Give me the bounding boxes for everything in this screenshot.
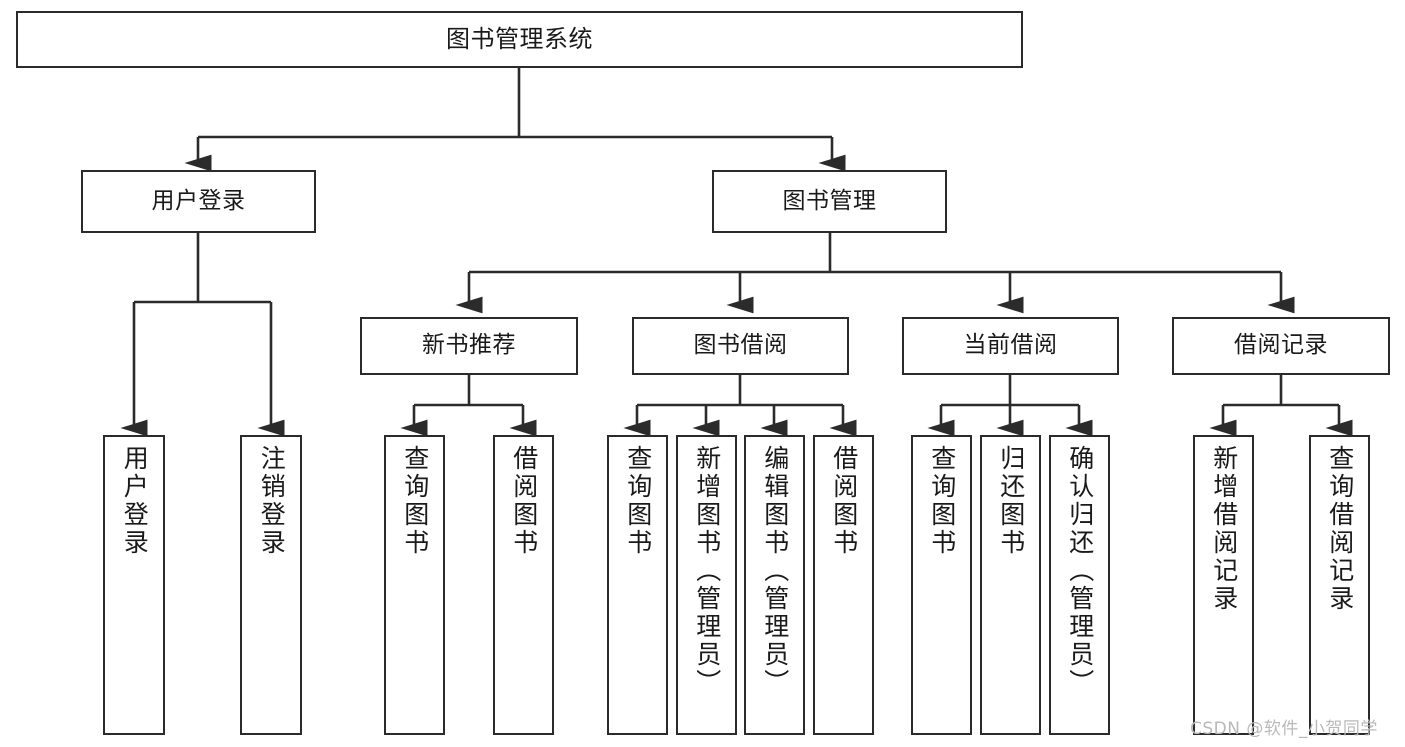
node-label: 图书管理: [782, 187, 877, 214]
node-label: 借阅图书: [829, 445, 859, 557]
leaf-record-query-record[interactable]: 查询借阅记录: [1309, 435, 1370, 735]
node-label: 图书管理系统: [446, 25, 593, 54]
leaf-newbook-query-book[interactable]: 查询图书: [384, 435, 445, 735]
node-label: 确认归还（管理员）: [1065, 445, 1095, 697]
leaf-current-confirm-return-admin[interactable]: 确认归还（管理员）: [1049, 435, 1110, 735]
node-label: 当前借阅: [963, 332, 1058, 359]
node-book-management[interactable]: 图书管理: [712, 170, 947, 233]
leaf-newbook-borrow-book[interactable]: 借阅图书: [493, 435, 554, 735]
leaf-borrow-borrow-book[interactable]: 借阅图书: [813, 435, 874, 735]
leaf-current-return-book[interactable]: 归还图书: [980, 435, 1041, 735]
leaf-borrow-add-book-admin[interactable]: 新增图书（管理员）: [676, 435, 737, 735]
node-label: 归还图书: [996, 445, 1026, 557]
node-label: 查询图书: [927, 445, 957, 557]
node-book-borrowing[interactable]: 图书借阅: [632, 317, 849, 375]
node-label: 新增图书（管理员）: [692, 445, 722, 697]
node-current-borrowing[interactable]: 当前借阅: [902, 317, 1119, 375]
node-label: 图书借阅: [693, 332, 788, 359]
watermark-text: CSDN @软件_小贺同学: [1190, 719, 1378, 739]
node-label: 查询图书: [623, 445, 653, 557]
node-label: 用户登录: [151, 187, 246, 214]
leaf-borrow-edit-book-admin[interactable]: 编辑图书（管理员）: [744, 435, 805, 735]
node-label: 新书推荐: [422, 332, 516, 359]
node-root-book-management-system[interactable]: 图书管理系统: [16, 11, 1023, 68]
node-label: 新增借阅记录: [1209, 445, 1239, 613]
node-new-book-recommendation[interactable]: 新书推荐: [360, 317, 578, 375]
node-borrowing-records[interactable]: 借阅记录: [1172, 317, 1390, 375]
node-label: 借阅记录: [1234, 332, 1328, 359]
node-user-login[interactable]: 用户登录: [81, 170, 316, 233]
leaf-user-login[interactable]: 用户登录: [103, 435, 165, 735]
leaf-logout[interactable]: 注销登录: [240, 435, 302, 735]
node-label: 注销登录: [257, 445, 287, 557]
node-label: 用户登录: [120, 445, 150, 557]
node-label: 借阅图书: [509, 445, 539, 557]
node-label: 查询借阅记录: [1325, 445, 1355, 613]
node-label: 查询图书: [400, 445, 430, 557]
node-label: 编辑图书（管理员）: [760, 445, 790, 697]
leaf-current-query-book[interactable]: 查询图书: [911, 435, 972, 735]
leaf-borrow-query-book[interactable]: 查询图书: [607, 435, 668, 735]
leaf-record-add-record[interactable]: 新增借阅记录: [1193, 435, 1254, 735]
